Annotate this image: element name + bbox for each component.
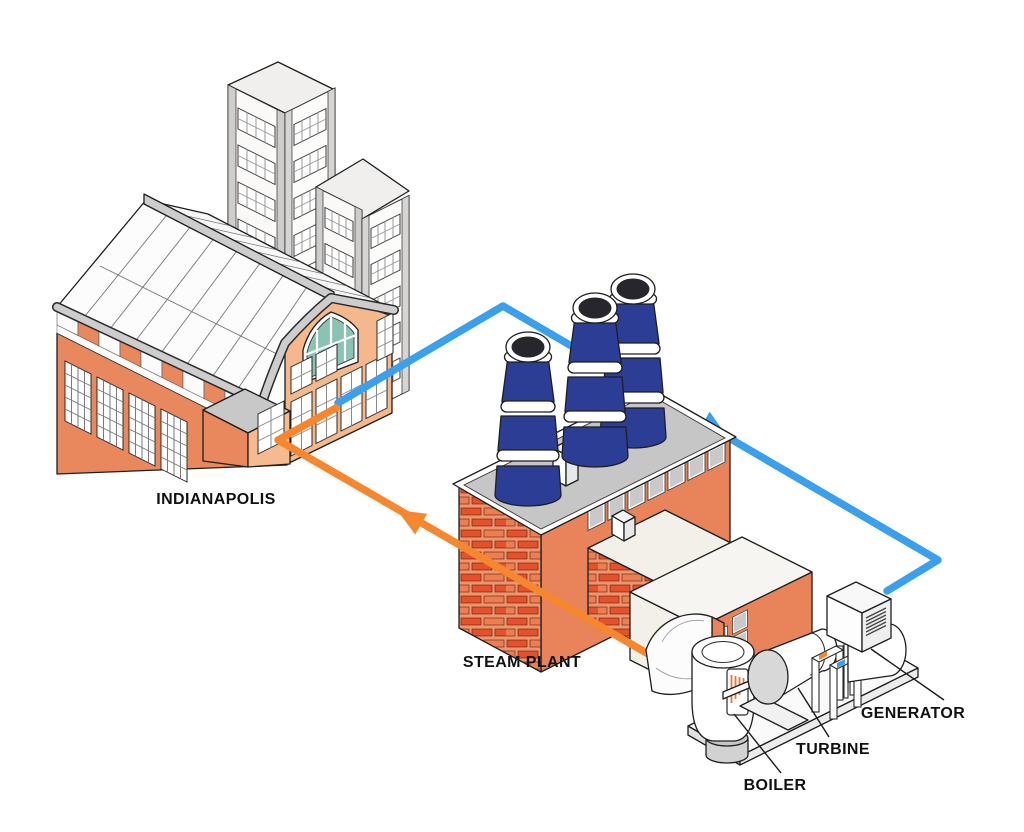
smokestack-1 [494,331,562,507]
generator-vents [865,607,887,637]
generator-leader [870,648,945,701]
supply-pipe-path [274,404,680,674]
plant-equipment [645,581,919,766]
steam-supply-line [274,404,680,674]
leader-lines [733,648,945,774]
smokestack-2 [561,292,629,468]
boiler-leader [733,713,782,774]
boiler-label: BOILER [744,777,807,794]
turbine-label: TURBINE [796,741,870,758]
steam-plant-label: STEAM PLANT [463,654,581,671]
smokestacks [494,273,667,507]
city-label: INDIANAPOLIS [156,491,275,508]
pipe-band-orange [819,651,827,660]
steam-plant-building [452,273,813,696]
supply-arrowhead [397,510,428,535]
turbine-leader [797,687,830,738]
mid-roof-box [611,509,636,542]
roof-trim [52,293,399,408]
generator-label: GENERATOR [861,705,965,722]
pipe-band-blue [837,659,845,668]
factory-windows [64,360,188,483]
entry-box [202,388,291,468]
